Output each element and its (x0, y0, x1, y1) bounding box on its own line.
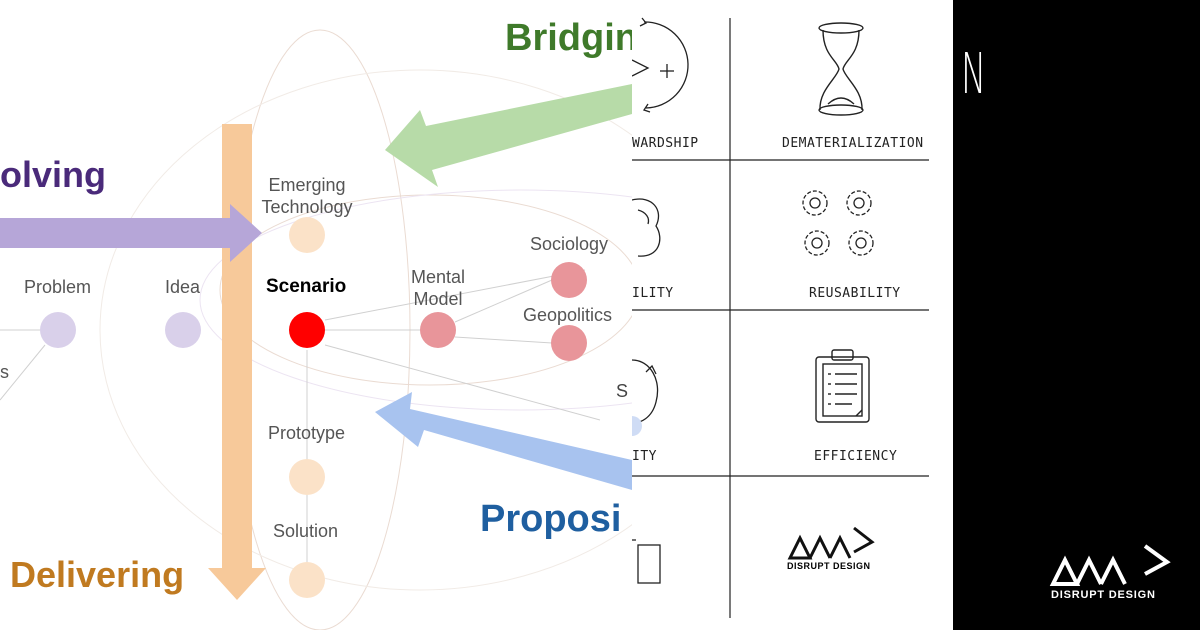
prototype-node (289, 459, 325, 495)
solving-label: olving (0, 154, 106, 195)
sociology-label: Sociology (530, 234, 609, 254)
clipboard-icon (815, 349, 870, 423)
proposing-arrow (375, 392, 632, 490)
disrupt-design-logo (1049, 544, 1171, 586)
sociology-node (551, 262, 587, 298)
stray-letter: S (616, 381, 629, 401)
proposing-label: Proposi (480, 498, 622, 540)
solution-node (289, 562, 325, 598)
mental-model-label: Mental Model (410, 267, 466, 309)
hourglass-icon (818, 22, 864, 116)
stewardship-icon (632, 17, 689, 113)
bridging-label: Bridgin (505, 17, 638, 59)
blue-node-fragment (632, 416, 642, 436)
black-panel: N DISRUPT DESIGN (953, 0, 1200, 630)
disrupt-design-logo-small (787, 526, 875, 560)
partial-frame-icon (632, 539, 661, 584)
emerging-technology-node (289, 217, 325, 253)
emerging-technology-label: Emerging Technology (261, 175, 353, 217)
partial-cycle-icon (632, 359, 659, 424)
delivering-label: Delivering (10, 554, 185, 595)
edge-s-label: s (0, 362, 9, 382)
partial-icon (632, 198, 661, 257)
disrupt-design-text: DISRUPT DESIGN (1051, 589, 1156, 601)
problem-label: Problem (24, 277, 92, 297)
geopolitics-node (551, 325, 587, 361)
cell-caption: EFFICIENCY (814, 449, 898, 464)
geopolitics-label: Geopolitics (523, 305, 613, 325)
cell-caption: REUSABILITY (809, 286, 901, 301)
prototype-label: Prototype (268, 423, 346, 443)
connector-lines (0, 269, 601, 562)
idea-node (165, 312, 201, 348)
solution-label: Solution (273, 521, 339, 541)
cell-caption: DEMATERIALIZATION (782, 136, 924, 151)
gears-icon (802, 190, 874, 256)
scenario-label: Scenario (266, 276, 347, 297)
idea-label: Idea (165, 277, 201, 297)
cell-caption: ILITY (632, 286, 674, 301)
disrupt-design-caption: DISRUPT DESIGN (787, 561, 871, 571)
sketch-panel: WARDSHIP DEMATERIALIZATION ILITY REUSABI… (616, 0, 953, 630)
mental-model-node (420, 312, 456, 348)
bridging-arrow (385, 84, 632, 187)
delivering-arrow (208, 124, 266, 600)
handwritten-letter: N (961, 42, 987, 107)
problem-node (40, 312, 76, 348)
solving-arrow (0, 204, 262, 262)
cell-caption: WARDSHIP (632, 136, 699, 151)
cell-caption: ITY (632, 449, 657, 464)
scenario-node (289, 312, 325, 348)
